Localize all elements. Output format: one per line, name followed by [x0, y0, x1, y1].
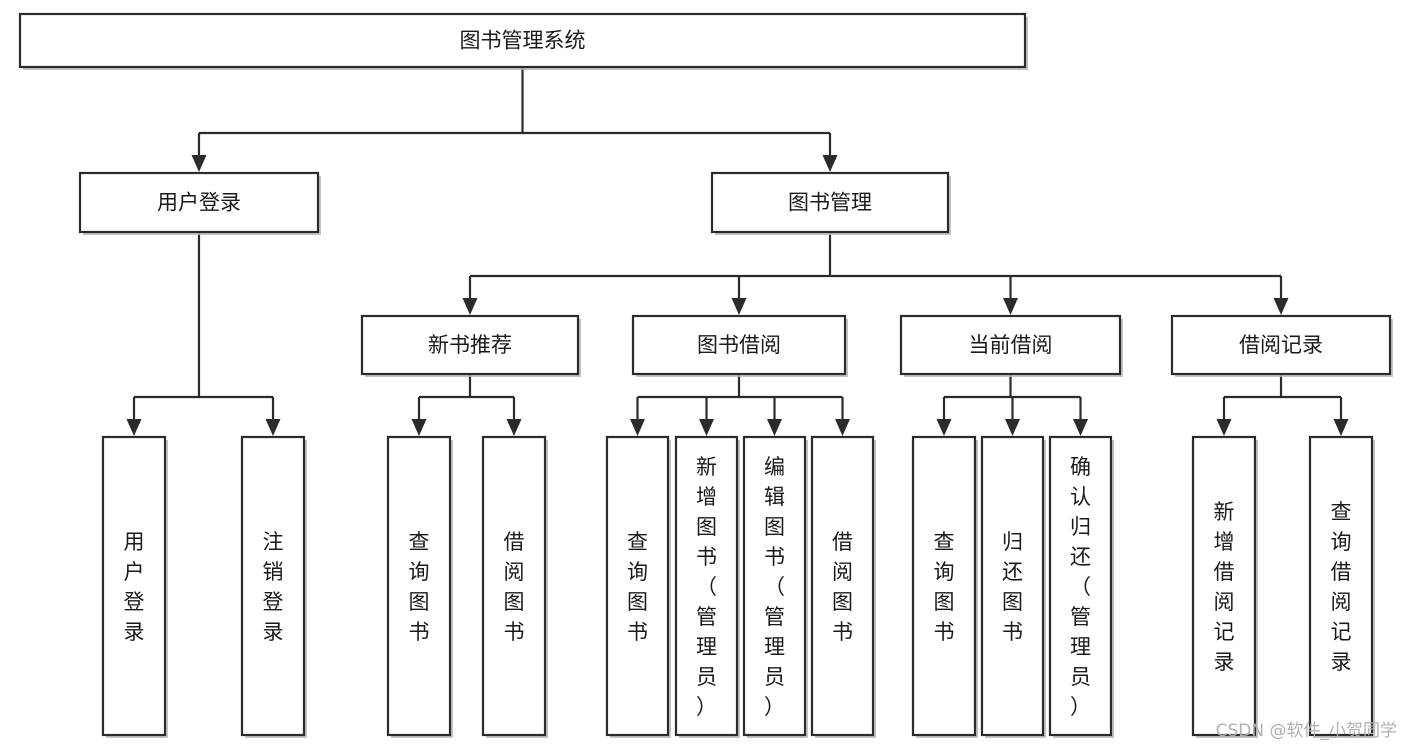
node-box[interactable] [605, 435, 670, 737]
node-box[interactable] [980, 435, 1045, 737]
node-label: 借阅图书 [832, 530, 853, 644]
node-new-book-recommend[interactable]: 新书推荐 [360, 314, 581, 377]
node-label: 图书管理系统 [460, 29, 586, 53]
node-box[interactable] [899, 314, 1122, 376]
node-box[interactable] [1308, 435, 1374, 737]
arrow-head-icon [630, 419, 645, 436]
node-label: 查询借阅记录 [1331, 500, 1352, 674]
node-label: 查询图书 [409, 530, 430, 644]
node-leaf-edit-book-admin[interactable]: 编辑图书（管理员） [742, 435, 808, 738]
arrow-head-icon [835, 419, 850, 436]
arrow-head-icon [767, 419, 782, 436]
connector-layer [126, 67, 1349, 436]
connector-group-root [191, 67, 838, 172]
arrow-head-icon [1273, 298, 1289, 315]
node-box[interactable] [481, 435, 547, 737]
node-label: 图书借阅 [697, 333, 781, 357]
node-box[interactable] [1191, 435, 1257, 737]
node-box[interactable] [742, 435, 807, 737]
node-box[interactable] [240, 435, 306, 737]
node-label: 新增借阅记录 [1214, 500, 1235, 674]
node-box[interactable] [18, 12, 1027, 69]
node-label: 用户登录 [124, 530, 145, 644]
arrow-head-icon [699, 419, 714, 436]
node-leaf-user-login[interactable]: 用户登录 [101, 435, 168, 738]
arrow-head-icon [462, 298, 478, 315]
arrow-head-icon [731, 298, 747, 315]
node-leaf-add-book-admin[interactable]: 新增图书（管理员） [674, 435, 740, 738]
node-current-borrow[interactable]: 当前借阅 [899, 314, 1123, 377]
node-layer: 图书管理系统用户登录图书管理新书推荐图书借阅当前借阅借阅记录用户登录注销登录查询… [18, 12, 1393, 738]
watermark-label: CSDN @软件_小贺同学 [1215, 721, 1397, 741]
node-label: 归还图书 [1002, 530, 1023, 644]
connector-group-book-management [462, 232, 1289, 315]
node-label: 新增图书（管理员） [696, 455, 717, 719]
node-leaf-query-book-cur[interactable]: 查询图书 [911, 435, 978, 738]
node-borrow-record[interactable]: 借阅记录 [1170, 314, 1393, 377]
node-box[interactable] [78, 171, 320, 234]
node-leaf-add-borrow-record[interactable]: 新增借阅记录 [1191, 435, 1258, 738]
connector-group-book-borrow [630, 374, 850, 436]
node-leaf-return-book[interactable]: 归还图书 [980, 435, 1046, 738]
node-label: 确认归还（管理员） [1070, 455, 1091, 719]
node-box[interactable] [101, 435, 167, 737]
node-leaf-borrow-book[interactable]: 借阅图书 [810, 435, 876, 738]
node-box[interactable] [1048, 435, 1113, 737]
arrow-head-icon [126, 419, 142, 436]
node-user-login[interactable]: 用户登录 [78, 171, 321, 235]
node-root[interactable]: 图书管理系统 [18, 12, 1028, 70]
node-label: 借阅记录 [1239, 333, 1323, 357]
node-label: 新书推荐 [428, 333, 512, 357]
arrow-head-icon [411, 419, 427, 436]
node-label: 注销登录 [263, 530, 284, 644]
arrow-head-icon [1003, 298, 1018, 315]
arrow-head-icon [1005, 419, 1020, 436]
connector-group-user-login [126, 232, 281, 436]
arrow-head-icon [936, 419, 952, 436]
node-leaf-confirm-return-admin[interactable]: 确认归还（管理员） [1048, 435, 1114, 738]
arrow-head-icon [265, 419, 281, 436]
node-box[interactable] [1170, 314, 1392, 376]
node-box[interactable] [911, 435, 977, 737]
arrow-head-icon [191, 155, 207, 172]
arrow-head-icon [506, 419, 522, 436]
node-label: 查询图书 [627, 530, 648, 644]
connector-group-borrow-record [1216, 374, 1349, 436]
node-box[interactable] [710, 171, 950, 234]
node-box[interactable] [386, 435, 452, 737]
arrow-head-icon [822, 155, 838, 172]
node-leaf-query-borrow-record[interactable]: 查询借阅记录 [1308, 435, 1375, 738]
node-leaf-query-book-borrow[interactable]: 查询图书 [605, 435, 671, 738]
node-box[interactable] [810, 435, 875, 737]
node-label: 图书管理 [788, 191, 872, 215]
node-box[interactable] [360, 314, 580, 376]
node-label: 当前借阅 [969, 333, 1053, 357]
arrow-head-icon [1073, 419, 1088, 436]
node-label: 用户登录 [157, 191, 241, 215]
connector-group-new-book-recommend [411, 374, 522, 436]
node-label: 查询图书 [934, 530, 955, 644]
connector-group-current-borrow [936, 374, 1088, 436]
arrow-head-icon [1216, 419, 1232, 436]
node-label: 编辑图书（管理员） [764, 455, 785, 719]
arrow-head-icon [1333, 419, 1349, 436]
node-book-borrow[interactable]: 图书借阅 [631, 314, 848, 377]
node-book-management[interactable]: 图书管理 [710, 171, 951, 235]
node-label: 借阅图书 [504, 530, 525, 644]
node-box[interactable] [674, 435, 739, 737]
node-leaf-user-logout[interactable]: 注销登录 [240, 435, 307, 738]
node-leaf-query-book-rec[interactable]: 查询图书 [386, 435, 453, 738]
node-box[interactable] [631, 314, 847, 376]
node-leaf-borrow-book-rec[interactable]: 借阅图书 [481, 435, 548, 738]
